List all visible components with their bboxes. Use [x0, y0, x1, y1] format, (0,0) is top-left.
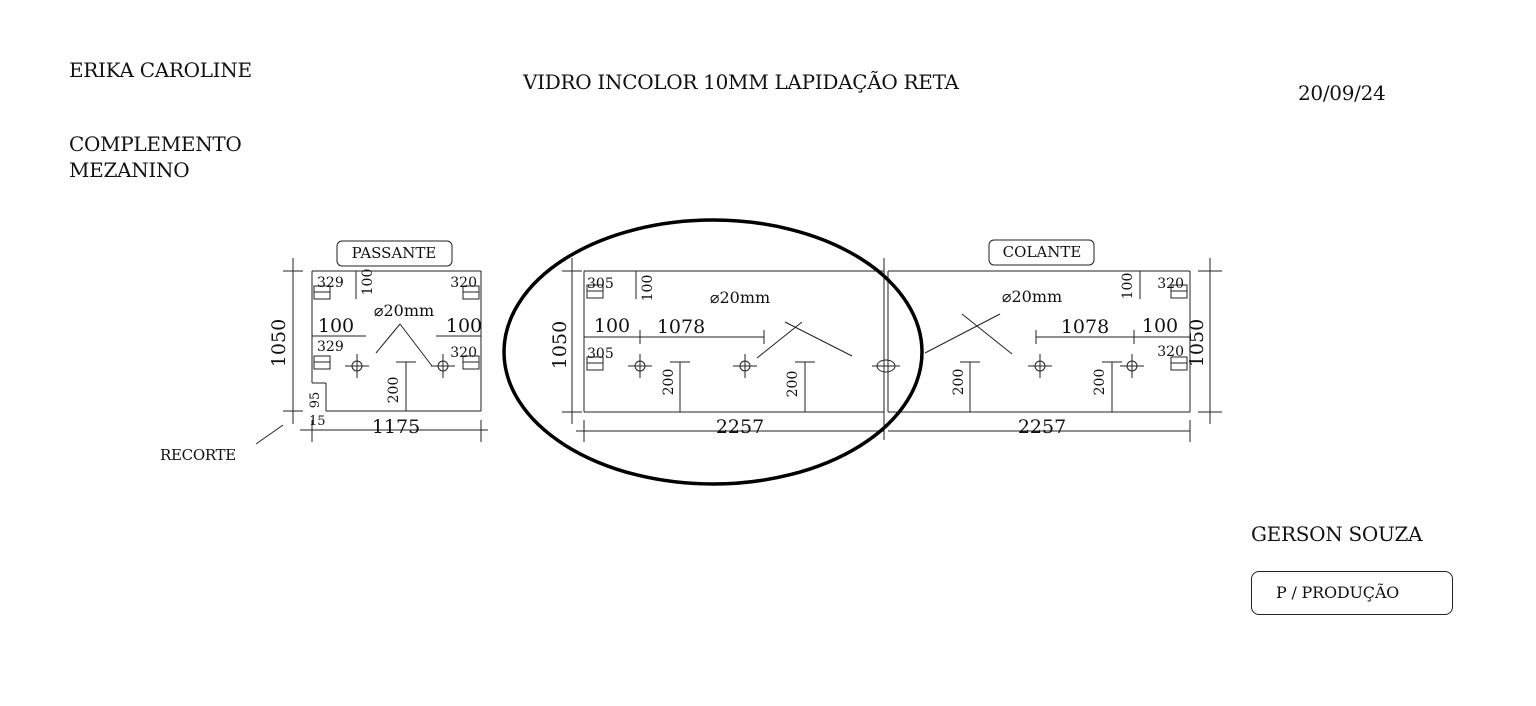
installer-name: GERSON SOUZA — [1251, 522, 1423, 546]
right-hole-v2-dim: 200 — [1092, 369, 1108, 396]
right-width-dim: 2257 — [1018, 416, 1066, 438]
colante-tag-box — [988, 239, 1095, 266]
right-top-hole-dim-2: 320 — [1157, 276, 1184, 292]
middle-spacing-dim: 1078 — [657, 316, 705, 338]
middle-top-v-dim: 100 — [640, 275, 656, 302]
left-top-hole-dim: 329 — [317, 275, 344, 291]
right-top-v-dim-2: 100 — [1120, 273, 1136, 300]
cut-width-dim: 15 — [309, 414, 326, 429]
right-hinge-dim: 320 — [450, 345, 477, 361]
recorte-leader — [255, 424, 284, 445]
production-note-box: P / PRODUÇÃO — [1251, 571, 1453, 615]
colante-tag: COLANTE — [1003, 243, 1082, 261]
right-spacing-dim: 1078 — [1061, 316, 1109, 338]
passante-tag: PASSANTE — [352, 244, 437, 262]
middle-margin-dim: 100 — [594, 315, 630, 337]
right-hole-v1-dim: 200 — [951, 369, 967, 396]
right-margin-dim-2: 100 — [1142, 315, 1178, 337]
right-hole-diameter: ⌀20mm — [1002, 287, 1062, 306]
drawing-date: 20/09/24 — [1298, 81, 1386, 105]
passante-tag-box — [336, 240, 453, 267]
middle-hole-diameter: ⌀20mm — [710, 288, 770, 307]
client-name: ERIKA CAROLINE — [69, 58, 252, 82]
middle-top-hole-dim: 305 — [587, 276, 614, 292]
middle-height-dim: 1050 — [549, 321, 571, 369]
right-top-hole-dim: 320 — [450, 275, 477, 291]
left-margin-dim: 100 — [318, 315, 354, 337]
left-hole-v-dim: 200 — [386, 377, 402, 404]
cut-height-dim: 95 — [308, 392, 323, 409]
right-margin-dim: 100 — [446, 315, 482, 337]
drawing-title: VIDRO INCOLOR 10MM LAPIDAÇÃO RETA — [523, 70, 959, 94]
left-top-v-dim: 100 — [360, 269, 376, 296]
middle-hole-v2-dim: 200 — [785, 371, 801, 398]
left-hinge-dim: 329 — [317, 339, 344, 355]
left-width-dim: 1175 — [372, 416, 420, 438]
left-height-dim: 1050 — [268, 319, 290, 367]
right-height-dim: 1050 — [1186, 319, 1208, 367]
middle-width-dim: 2257 — [716, 416, 764, 438]
production-note: P / PRODUÇÃO — [1276, 583, 1400, 602]
project-line-1: COMPLEMENTO — [69, 132, 242, 156]
highlight-ellipse — [502, 218, 924, 486]
right-hinge-dim-2: 320 — [1157, 344, 1184, 360]
project-line-2: MEZANINO — [69, 158, 190, 182]
middle-hinge-dim: 305 — [587, 346, 614, 362]
recorte-label: RECORTE — [160, 446, 236, 464]
left-hole-diameter: ⌀20mm — [374, 301, 434, 320]
middle-hole-v1-dim: 200 — [661, 369, 677, 396]
